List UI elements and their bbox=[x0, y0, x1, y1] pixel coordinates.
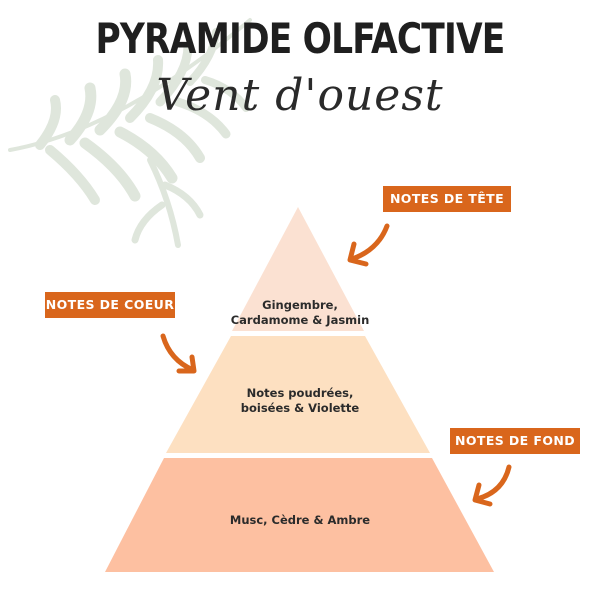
pyramid-tier-top bbox=[232, 207, 364, 331]
tier-top-line-2: Cardamome & Jasmin bbox=[230, 313, 370, 327]
tier-middle-line-2: boisées & Violette bbox=[240, 401, 360, 415]
arrow-tete-icon bbox=[347, 223, 390, 267]
arrow-coeur-icon bbox=[160, 333, 197, 374]
tier-middle-label: Notes poudrées, boisées & Violette bbox=[200, 386, 400, 416]
page-title: PYRAMIDE OLFACTIVE bbox=[95, 14, 505, 63]
pyramid-tier-middle bbox=[166, 336, 430, 453]
pyramid-tier-base bbox=[105, 458, 494, 572]
tag-notes-de-fond: NOTES DE FOND bbox=[450, 428, 580, 454]
tag-notes-de-tete: NOTES DE TÊTE bbox=[383, 186, 511, 212]
tier-middle-line-1: Notes poudrées, bbox=[246, 386, 354, 400]
tag-notes-de-coeur: NOTES DE COEUR bbox=[45, 292, 175, 318]
tier-top-line-1: Gingembre, bbox=[262, 298, 338, 312]
arrow-fond-icon bbox=[472, 464, 512, 507]
fern-leaf-decoration bbox=[8, 18, 252, 248]
tier-top-label: Gingembre, Cardamome & Jasmin bbox=[230, 298, 370, 328]
page-subtitle: Vent d'ouest bbox=[156, 70, 444, 121]
tier-base-label: Musc, Cèdre & Ambre bbox=[229, 513, 371, 527]
